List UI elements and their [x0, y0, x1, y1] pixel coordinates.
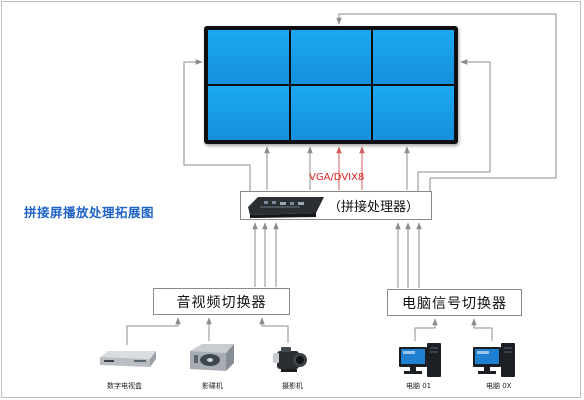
av-switcher-label: 音视频切换器 — [176, 294, 267, 311]
set-top-box-icon — [100, 351, 156, 367]
computer-icon — [399, 343, 441, 377]
processor-label: （拼接处理器） — [327, 200, 419, 215]
wall-panel — [373, 86, 454, 140]
stb-to-av-line — [126, 317, 181, 345]
wall-panel — [208, 30, 289, 84]
device-label: 摄影机 — [282, 382, 303, 390]
signal-label: VGA/DVIX8 — [309, 172, 365, 183]
processor-device-icon — [248, 197, 324, 218]
video-wall — [204, 26, 458, 144]
device-label: 数字电视盒 — [107, 382, 142, 390]
device-label: 电脑 0X — [486, 382, 512, 390]
computer-icon — [473, 343, 515, 377]
wall-panel — [290, 30, 372, 84]
pc-switcher-box: 电脑信号切换器 — [387, 289, 522, 316]
device-label: 电脑 01 — [406, 382, 432, 390]
disc-player-icon — [190, 344, 234, 371]
device-label: 影碟机 — [202, 382, 223, 390]
cam-to-av-line — [259, 317, 289, 343]
loop-right-outer-line — [336, 13, 557, 192]
wall-panel — [373, 30, 454, 84]
pc0x-to-switch-line — [471, 318, 493, 341]
loop-right-inner-line — [417, 59, 491, 192]
loop-left-line — [183, 59, 251, 192]
diagram-title: 拼接屏播放处理拓展图 — [24, 205, 155, 220]
av-switcher-box: 音视频切换器 — [153, 288, 290, 315]
wall-panel — [208, 86, 289, 140]
camcorder-icon — [273, 347, 307, 372]
wall-panel — [290, 86, 372, 140]
pc01-to-switch-line — [414, 318, 438, 341]
pc-switcher-label: 电脑信号切换器 — [402, 295, 507, 312]
